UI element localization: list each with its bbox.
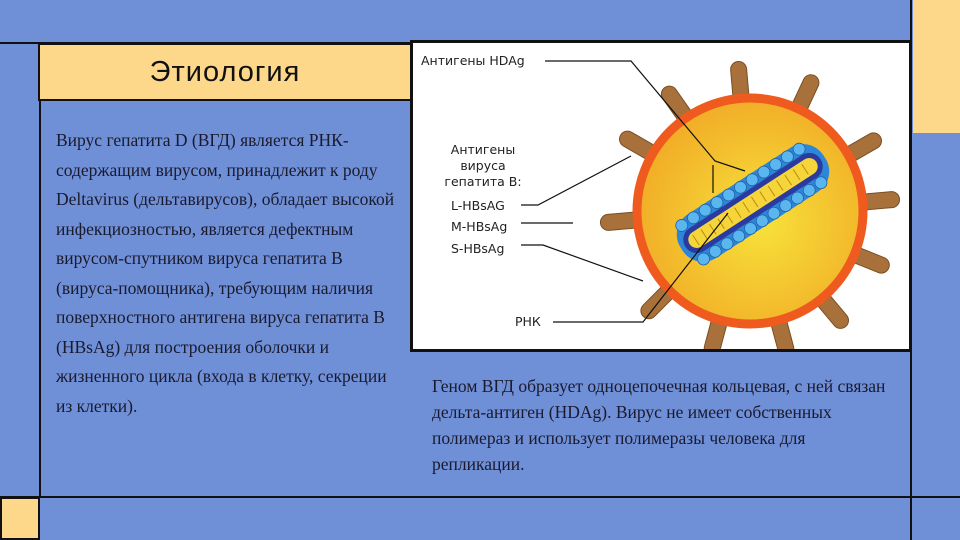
label-hbv-line3: гепатита В: — [444, 174, 521, 189]
label-rna: РНК — [515, 314, 541, 329]
slide-title: Этиология — [38, 43, 412, 101]
label-hdag: Антигены HDAg — [421, 53, 525, 68]
label-hbv-line1: Антигены — [451, 142, 515, 157]
caption-text: Геном ВГД образует одноцепочечная кольце… — [432, 376, 886, 474]
virus-diagram: Антигены HDAg Антигены вируса гепатита В… — [410, 40, 912, 357]
label-m-hbsag: M-HBsAg — [451, 219, 507, 234]
label-hbv-line2: вируса — [460, 158, 505, 173]
leader-lines — [521, 60, 746, 323]
label-s-hbsag: S-HBsAg — [451, 241, 504, 256]
body-text: Вирус гепатита D (ВГД) является РНК-соде… — [56, 130, 395, 416]
divider-left — [39, 42, 41, 498]
divider-bottom — [0, 496, 960, 498]
corner-accent-bottom-left — [0, 497, 40, 540]
slide-title-text: Этиология — [149, 55, 301, 88]
corner-accent-top-right — [913, 0, 960, 133]
label-l-hbsag: L-HBsAG — [451, 198, 505, 213]
nucleocapsid — [675, 142, 830, 266]
